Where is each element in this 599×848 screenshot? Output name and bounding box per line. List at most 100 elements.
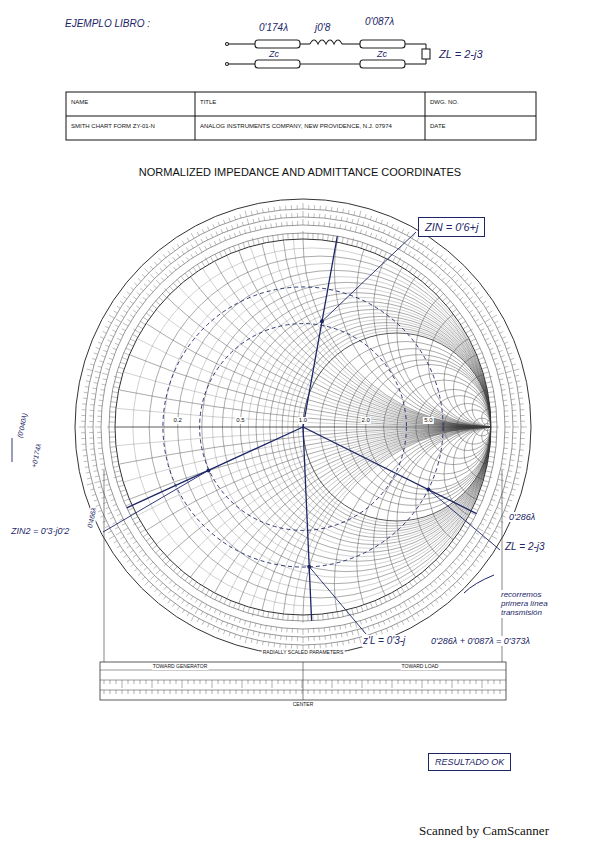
chart-stroke: [439, 556, 443, 560]
chart-stroke: [386, 680, 387, 684]
chart-stroke: [393, 257, 396, 262]
chart-stroke: [197, 264, 200, 269]
chart-stroke: [268, 642, 270, 646]
chart-stroke: [508, 382, 512, 384]
chart-stroke: [173, 283, 177, 287]
chart-stroke: [347, 238, 348, 244]
chart-stroke: [206, 614, 208, 618]
chart-stroke: [521, 438, 525, 439]
chart-stroke: [397, 624, 399, 628]
chart-stroke: [481, 523, 485, 525]
chart-stroke: [362, 680, 363, 688]
chart-stroke: [99, 400, 103, 402]
chart-stroke: [488, 325, 492, 327]
chart-stroke: [453, 266, 456, 269]
chart-stroke: [434, 270, 437, 273]
chart-stroke: [253, 219, 255, 223]
chart-stroke: [218, 690, 219, 694]
chart-stroke: [444, 583, 447, 586]
point-dot: [307, 565, 311, 569]
chart-stroke: [104, 680, 105, 684]
direction-arrow: [12, 438, 13, 462]
handwritten-note: +0'174λ: [30, 442, 43, 470]
chart-stroke: [191, 233, 194, 238]
chart-stroke: [468, 334, 473, 337]
chart-stroke: [492, 315, 497, 318]
chart-stroke: [503, 492, 507, 493]
chart-stroke: [397, 257, 401, 264]
chart-stroke: [97, 421, 101, 422]
chart-stroke: [417, 593, 419, 596]
chart-stroke: [421, 276, 425, 281]
chart-stroke: [218, 628, 220, 632]
chart-stroke: [98, 510, 102, 512]
chart-stroke: [130, 287, 133, 290]
chart-stroke: [81, 432, 85, 433]
chart-stroke: [407, 619, 409, 623]
chart-stroke: [363, 222, 364, 226]
chart-stroke: [520, 449, 524, 450]
chart-stroke: [426, 597, 428, 600]
chart-stroke: [103, 474, 107, 476]
printed-label: CENTER: [292, 702, 315, 708]
chart-stroke: [178, 0, 599, 427]
chart-stroke: [101, 497, 105, 498]
chart-stroke: [413, 245, 415, 248]
chart-stroke: [117, 372, 123, 374]
chart-stroke: [87, 477, 91, 479]
chart-stroke: [492, 499, 496, 500]
chart-stroke: [322, 614, 324, 620]
chart-stroke: [178, 587, 180, 590]
chart-stroke: [488, 680, 489, 684]
chart-stroke: [181, 573, 185, 578]
chart-stroke: [302, 680, 303, 688]
chart-stroke: [308, 221, 309, 225]
chart-stroke: [297, 629, 298, 633]
chart-stroke: [209, 243, 211, 247]
chart-stroke: [164, 680, 165, 684]
chart-stroke: [234, 617, 235, 621]
chart-stroke: [501, 384, 505, 386]
chart-stroke: [337, 612, 338, 618]
chart-stroke: [99, 361, 103, 362]
chart-stroke: [163, 254, 166, 257]
chart-stroke: [384, 252, 387, 257]
chart-stroke: [137, 559, 140, 562]
chart-stroke: [126, 348, 131, 350]
chart-stroke: [482, 485, 488, 487]
chart-stroke: [253, 631, 255, 635]
chart-stroke: [464, 680, 465, 684]
handwritten-note: recorremos primera línea transmisión: [500, 590, 566, 618]
chart-stroke: [118, 485, 124, 487]
chart-stroke: [143, 297, 146, 300]
chart-stroke: [495, 340, 499, 342]
chart-stroke: [329, 223, 331, 227]
chart-stroke: [242, 222, 243, 226]
chart-stroke: [445, 258, 448, 261]
handwritten-note: 0'286λ: [508, 512, 536, 522]
chart-stroke: [476, 306, 479, 308]
chart-stroke: [197, 232, 199, 236]
chart-stroke: [256, 210, 258, 214]
chart-stroke: [256, 640, 258, 644]
chart-stroke: [440, 690, 441, 694]
chart-stroke: [307, 615, 308, 621]
chart-stroke: [105, 345, 109, 347]
chart-stroke: [302, 690, 303, 694]
chart-stroke: [277, 613, 279, 619]
chart-stroke: [412, 616, 415, 621]
chart-stroke: [520, 409, 524, 410]
chart-stroke: [297, 213, 298, 217]
chart-stroke: [422, 690, 423, 694]
chart-stroke: [272, 680, 273, 688]
chart-stroke: [308, 205, 309, 209]
chart-stroke: [0, 427, 599, 848]
printed-label: DATE: [429, 123, 447, 130]
chart-stroke: [504, 448, 508, 449]
chart-stroke: [337, 642, 339, 646]
chart-stroke: [182, 690, 183, 694]
chart-stroke: [469, 569, 472, 572]
printed-label: Scanned by CamScanner: [418, 824, 550, 839]
chart-stroke: [332, 690, 333, 694]
chart-stroke: [73, 427, 599, 848]
